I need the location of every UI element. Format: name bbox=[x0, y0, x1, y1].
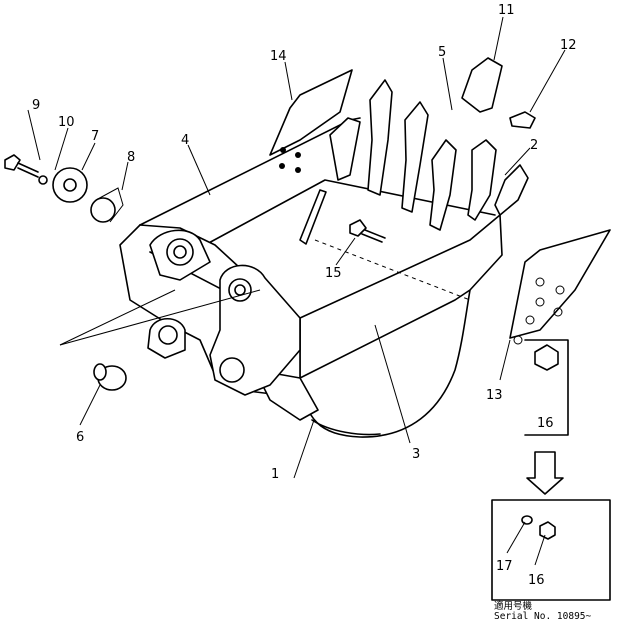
teeth bbox=[329, 79, 529, 231]
washer-17 bbox=[521, 515, 533, 525]
label-9: 9 bbox=[32, 98, 40, 113]
nut-16 bbox=[539, 521, 556, 540]
label-2: 2 bbox=[530, 138, 538, 153]
inset-label-16: 16 bbox=[528, 573, 545, 588]
label-8: 8 bbox=[127, 150, 135, 165]
serial-inset-box bbox=[491, 499, 611, 601]
side-cutter-left bbox=[269, 69, 353, 156]
side-cutter-right bbox=[509, 229, 611, 339]
bushing bbox=[93, 363, 127, 391]
label-3: 3 bbox=[412, 447, 420, 462]
label-16: 16 bbox=[537, 416, 554, 431]
label-11: 11 bbox=[498, 3, 515, 18]
label-7: 7 bbox=[91, 129, 99, 144]
leader-lines bbox=[27, 16, 566, 566]
inset-label-17: 17 bbox=[496, 559, 513, 574]
tooth-lock bbox=[461, 57, 536, 129]
label-14: 14 bbox=[270, 49, 287, 64]
serial-text: Serial No. 10895~ bbox=[494, 611, 592, 622]
label-13: 13 bbox=[486, 388, 503, 403]
serial-heading: 適用号機 bbox=[494, 600, 533, 612]
bolt-15 bbox=[349, 219, 386, 243]
label-4: 4 bbox=[181, 133, 189, 148]
part-16-bracket bbox=[524, 339, 569, 495]
hub bbox=[52, 167, 124, 223]
label-15: 15 bbox=[325, 266, 342, 281]
label-12: 12 bbox=[560, 38, 577, 53]
part-labels: 1 2 3 4 5 6 7 8 9 10 11 12 13 14 15 16 1… bbox=[32, 3, 592, 622]
pin bbox=[299, 189, 327, 245]
nut bbox=[534, 344, 559, 371]
label-5: 5 bbox=[438, 45, 446, 60]
bolt bbox=[4, 154, 48, 185]
label-6: 6 bbox=[76, 430, 84, 445]
hinge-brackets bbox=[147, 229, 301, 396]
label-10: 10 bbox=[58, 115, 75, 130]
label-1: 1 bbox=[271, 467, 279, 482]
